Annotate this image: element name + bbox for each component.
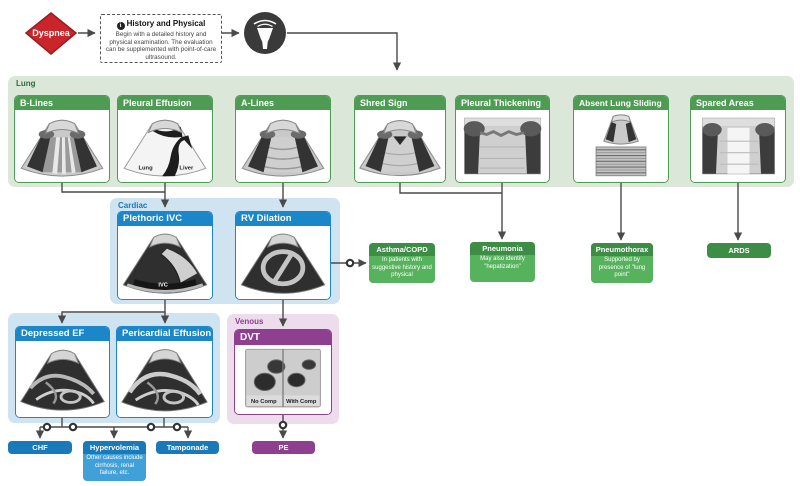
pe-title: PE [278, 443, 289, 452]
ultrasound-probe-node[interactable] [243, 11, 287, 55]
tamponade-title: Tamponade [166, 443, 209, 452]
dvt-ultrasound-image: No Comp With Comp [245, 348, 321, 407]
venous-section-label: Venous [235, 317, 264, 326]
history-physical-title-text: History and Physical [126, 19, 206, 28]
card-a-lines[interactable]: A-Lines [235, 95, 331, 183]
ards-title: ARDS [728, 246, 750, 255]
dyspnea-diamond [24, 12, 78, 55]
card-pleural-effusion-title: Pleural Effusion [118, 96, 212, 110]
card-pericardial-effusion-title: Pericardial Effusion [117, 327, 212, 341]
ultrasound-probe-icon [253, 19, 277, 49]
card-spared-areas[interactable]: Spared Areas [690, 95, 786, 183]
card-depressed-ef-title: Depressed EF [16, 327, 109, 341]
absent-lung-sliding-ultrasound-image [595, 114, 647, 177]
card-pericardial-effusion[interactable]: Pericardial Effusion [116, 326, 213, 418]
card-pleural-thickening[interactable]: Pleural Thickening [455, 95, 550, 183]
card-rv-dilation-title: RV Dilation [236, 212, 330, 226]
info-icon: i [116, 22, 125, 30]
hypervolemia-note: Other causes include cirrhosis, renal fa… [86, 455, 143, 476]
outcome-pe[interactable]: PE [252, 441, 315, 454]
pneumothorax-note: Supported by presence of "lung point" [598, 257, 646, 278]
card-depressed-ef[interactable]: Depressed EF [15, 326, 110, 418]
card-shred-sign-title: Shred Sign [355, 96, 445, 110]
card-plethoric-ivc-title: Plethoric IVC [118, 212, 212, 226]
dvt-no-comp-label: No Comp [251, 399, 277, 405]
outcome-ards[interactable]: ARDS [707, 243, 771, 258]
a-lines-ultrasound-image [241, 119, 325, 177]
ivc-label: IVC [158, 282, 167, 288]
card-b-lines[interactable]: B-Lines [14, 95, 110, 183]
lung-section-label: Lung [16, 79, 36, 88]
shred-sign-ultrasound-image [359, 120, 441, 177]
history-physical-body: Begin with a detailed history and physic… [105, 31, 217, 61]
pleural-thickening-ultrasound-image [463, 117, 542, 175]
pericardial-effusion-ultrasound-image [121, 348, 208, 411]
outcome-asthma-copd[interactable]: Asthma/COPD In patients with suggestive … [369, 243, 435, 283]
dvt-with-comp-label: With Comp [286, 399, 317, 405]
card-spared-areas-title: Spared Areas [691, 96, 785, 110]
card-pleural-effusion[interactable]: Pleural Effusion Lung Liver [117, 95, 213, 183]
asthma-copd-title: Asthma/COPD [369, 243, 435, 256]
cardiac-section-label: Cardiac [118, 201, 148, 210]
pleural-effusion-liver-label: Liver [179, 165, 194, 171]
rv-dilation-ultrasound-image [240, 233, 326, 294]
outcome-pneumonia[interactable]: Pneumonia May also identify "hepatizatio… [470, 242, 535, 282]
b-lines-ultrasound-image [20, 119, 104, 177]
card-dvt[interactable]: DVT No Comp With Comp [234, 329, 332, 415]
card-shred-sign[interactable]: Shred Sign [354, 95, 446, 183]
pneumothorax-title: Pneumothorax [591, 243, 653, 256]
card-a-lines-title: A-Lines [236, 96, 330, 110]
outcome-pneumothorax[interactable]: Pneumothorax Supported by presence of "l… [591, 243, 653, 283]
depressed-ef-ultrasound-image [20, 349, 105, 411]
outcome-hypervolemia[interactable]: Hypervolemia Other causes include cirrho… [83, 441, 146, 481]
card-b-lines-title: B-Lines [15, 96, 109, 110]
pneumonia-note: May also identify "hepatization" [480, 256, 525, 270]
asthma-copd-note: In patients with suggestive history and … [372, 257, 432, 278]
hypervolemia-title: Hypervolemia [83, 441, 146, 454]
pleural-effusion-ultrasound-image: Lung Liver [123, 119, 207, 177]
plethoric-ivc-ultrasound-image: IVC [122, 233, 208, 294]
dyspnea-start-node[interactable]: Dyspnea [24, 11, 78, 56]
card-absent-lung-sliding[interactable]: Absent Lung Sliding [573, 95, 669, 183]
pleural-effusion-lung-label: Lung [138, 165, 153, 171]
card-pleural-thickening-title: Pleural Thickening [456, 96, 549, 110]
card-absent-lung-sliding-title: Absent Lung Sliding [574, 96, 668, 110]
pneumonia-title: Pneumonia [470, 242, 535, 255]
dyspnea-label: Dyspnea [32, 28, 71, 38]
outcome-chf[interactable]: CHF [8, 441, 72, 454]
card-rv-dilation[interactable]: RV Dilation [235, 211, 331, 300]
spared-areas-ultrasound-image [701, 117, 775, 175]
card-dvt-title: DVT [235, 330, 331, 345]
chf-title: CHF [32, 443, 48, 452]
card-plethoric-ivc[interactable]: Plethoric IVC IVC [117, 211, 213, 300]
outcome-tamponade[interactable]: Tamponade [156, 441, 219, 454]
